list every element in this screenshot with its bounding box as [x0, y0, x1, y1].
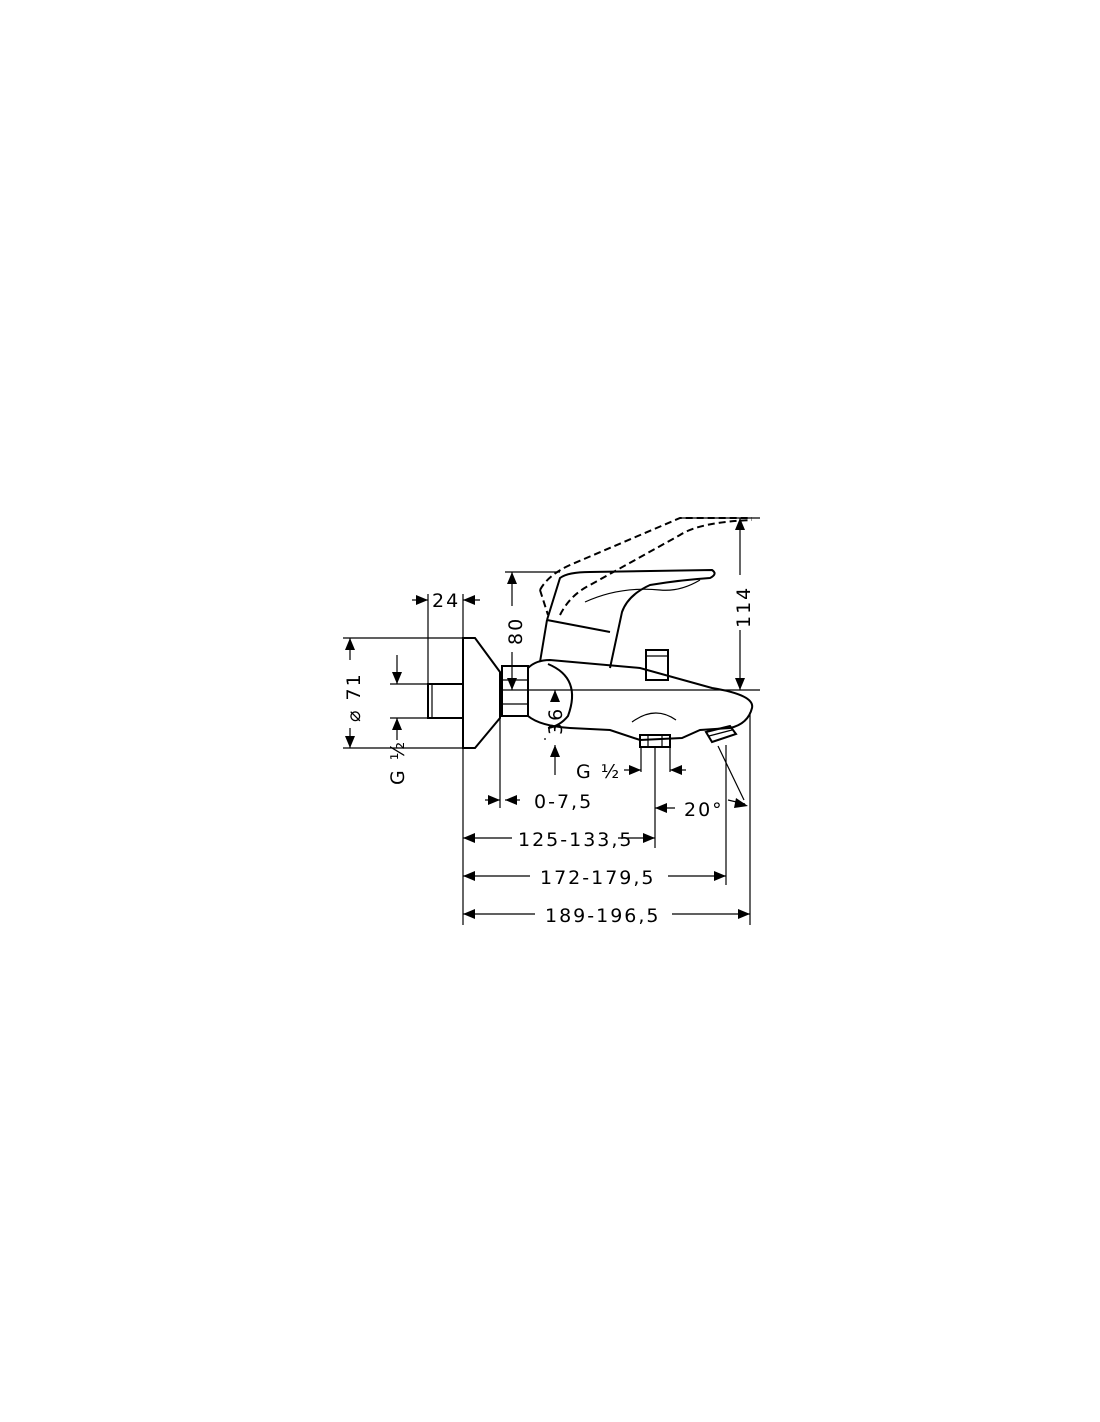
extension-lines — [343, 517, 760, 925]
dim-125-133-5: 125-133,5 — [518, 829, 634, 851]
dim-24: 24 — [432, 590, 460, 612]
dim-189-196-5: 189-196,5 — [545, 905, 661, 927]
dim-adjust-0-7-5: 0-7,5 — [534, 791, 593, 813]
dim-114: 114 — [733, 586, 755, 628]
dim-thread-left: G ½ — [387, 740, 409, 785]
dim-36: 36 — [545, 707, 567, 735]
dim-thread-spout: G ½ — [576, 761, 621, 783]
faucet-outline — [427, 517, 754, 749]
dim-diameter-71: ⌀ 71 — [343, 672, 365, 722]
dim-angle-20: 20° — [684, 799, 724, 821]
dimension-labels: 24 80 114 ⌀ 71 G ½ 36 G ½ 0-7,5 20° 125-… — [343, 586, 755, 927]
dim-80: 80 — [505, 617, 527, 645]
dimension-lines — [345, 518, 750, 919]
dim-172-179-5: 172-179,5 — [540, 867, 656, 889]
